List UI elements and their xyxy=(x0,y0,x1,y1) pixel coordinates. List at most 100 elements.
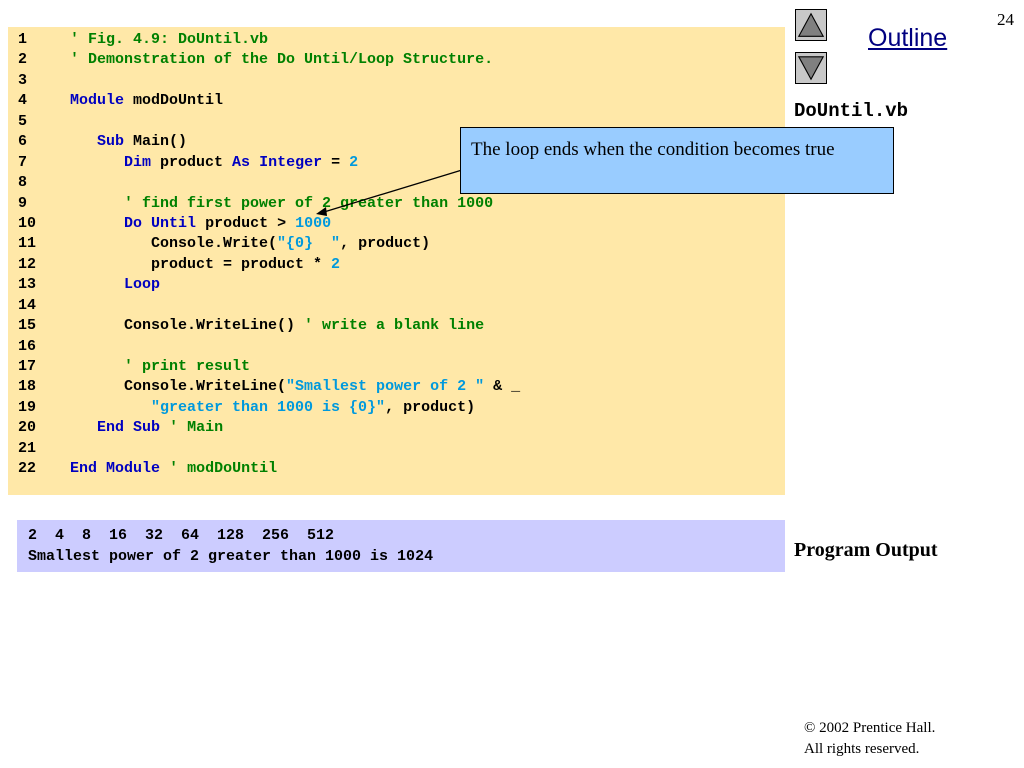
code-token: Loop xyxy=(124,276,161,294)
line-number: 6 xyxy=(18,133,28,151)
code-token: product = product * xyxy=(70,255,332,273)
code-token xyxy=(124,419,133,436)
code-token xyxy=(70,419,97,436)
code-token: & _ xyxy=(484,378,521,396)
code-line: 12 product = product * 2 xyxy=(8,255,785,275)
line-number: 10 xyxy=(18,214,37,232)
copyright-footer: © 2002 Prentice Hall. All rights reserve… xyxy=(804,718,935,760)
code-token: As xyxy=(232,153,251,171)
code-token xyxy=(142,215,151,232)
line-code: End Module ' modDoUntil xyxy=(70,459,277,479)
code-token xyxy=(160,419,169,436)
code-token: 1000 xyxy=(295,214,332,232)
code-token: Module xyxy=(70,92,125,110)
code-token xyxy=(70,215,124,232)
code-token: ' Fig. 4.9: DoUntil.vb xyxy=(70,31,269,48)
code-token: Console.WriteLine( xyxy=(70,378,287,396)
code-token: 2 xyxy=(331,255,341,273)
code-line: 5 xyxy=(8,112,785,132)
code-token: "greater than 1000 is {0}" xyxy=(151,398,386,416)
output-line: Smallest power of 2 greater than 1000 is… xyxy=(28,547,434,565)
rights-text: All rights reserved. xyxy=(804,741,920,757)
line-number: 18 xyxy=(18,378,37,396)
line-number: 16 xyxy=(18,337,37,355)
line-code: product = product * 2 xyxy=(70,255,340,275)
previous-slide-button[interactable] xyxy=(795,9,827,41)
code-line: 15 Console.WriteLine() ' write a blank l… xyxy=(8,316,785,336)
code-token: "Smallest power of 2 " xyxy=(286,378,485,396)
code-token xyxy=(160,460,169,477)
code-line: 8 xyxy=(8,173,785,193)
code-line: 19 "greater than 1000 is {0}", product) xyxy=(8,398,785,418)
code-token: ' Main xyxy=(169,419,224,437)
code-line: 18 Console.WriteLine("Smallest power of … xyxy=(8,377,785,397)
line-number: 17 xyxy=(18,358,37,375)
line-code: End Sub ' Main xyxy=(70,418,223,438)
line-code: "greater than 1000 is {0}", product) xyxy=(70,398,475,418)
line-code: ' Fig. 4.9: DoUntil.vb xyxy=(70,30,268,50)
line-code: Console.WriteLine("Smallest power of 2 "… xyxy=(70,377,520,397)
code-token: ' find first power of 2 greater than 100… xyxy=(124,194,494,212)
file-name-heading: DoUntil.vb xyxy=(794,100,909,122)
code-line: 11 Console.Write("{0} ", product) xyxy=(8,234,785,254)
code-line: 20 End Sub ' Main xyxy=(8,418,785,438)
code-token: Module xyxy=(106,460,161,478)
code-token: ' modDoUntil xyxy=(169,460,278,478)
line-code: ' print result xyxy=(70,357,250,377)
line-number: 7 xyxy=(18,153,28,171)
line-number: 14 xyxy=(18,296,37,314)
line-number: 4 xyxy=(18,92,28,110)
code-token xyxy=(70,133,97,150)
code-line: 9 ' find first power of 2 greater than 1… xyxy=(8,194,785,214)
outline-link[interactable]: Outline xyxy=(868,24,948,52)
code-line: 2' Demonstration of the Do Until/Loop St… xyxy=(8,50,785,70)
output-line: 2 4 8 16 32 64 128 256 512 xyxy=(28,527,335,544)
line-number: 1 xyxy=(18,31,28,48)
code-line: 4 Module modDoUntil xyxy=(8,91,785,111)
code-token: ' Demonstration of the Do Until/Loop Str… xyxy=(70,51,494,69)
line-number: 20 xyxy=(18,419,37,437)
code-token: Integer xyxy=(259,153,323,171)
line-number: 3 xyxy=(18,71,28,89)
code-token: End xyxy=(70,460,98,478)
line-code: Loop xyxy=(70,275,160,295)
code-token xyxy=(70,399,151,416)
line-code: Module modDoUntil xyxy=(70,91,223,111)
line-number: 12 xyxy=(18,255,37,273)
line-number: 8 xyxy=(18,174,28,192)
triangle-down-icon xyxy=(797,56,825,81)
code-token: Sub xyxy=(133,419,161,437)
code-token: ' print result xyxy=(124,358,251,375)
code-token: product > xyxy=(196,214,296,232)
code-token: Console.WriteLine() xyxy=(70,317,305,335)
code-token xyxy=(70,276,124,293)
code-token: Dim xyxy=(124,153,152,171)
line-code: Sub Main() xyxy=(70,132,187,152)
program-output-panel: 2 4 8 16 32 64 128 256 512 Smallest powe… xyxy=(17,520,785,572)
code-token xyxy=(70,358,124,375)
line-code: Console.Write("{0} ", product) xyxy=(70,234,430,254)
code-line: 1 ' Fig. 4.9: DoUntil.vb xyxy=(8,30,785,50)
next-slide-button[interactable] xyxy=(795,52,827,84)
line-number: 19 xyxy=(18,398,37,416)
line-code: Dim product As Integer = 2 xyxy=(70,153,358,173)
code-token: Main() xyxy=(124,133,188,151)
line-number: 13 xyxy=(18,276,37,294)
code-line: 14 xyxy=(8,296,785,316)
line-code: ' find first power of 2 greater than 100… xyxy=(70,194,493,214)
triangle-up-icon xyxy=(797,12,825,37)
code-line: 3 xyxy=(8,71,785,91)
code-token xyxy=(250,154,259,171)
line-number: 15 xyxy=(18,317,37,335)
code-token: = xyxy=(322,153,350,171)
line-number: 9 xyxy=(18,194,28,212)
code-token xyxy=(70,154,124,171)
line-code: ' Demonstration of the Do Until/Loop Str… xyxy=(70,50,493,70)
line-number: 11 xyxy=(18,235,37,253)
line-number: 21 xyxy=(18,439,37,457)
code-line: 16 xyxy=(8,337,785,357)
code-token: Console.Write( xyxy=(70,235,278,253)
code-token: product xyxy=(151,153,233,171)
